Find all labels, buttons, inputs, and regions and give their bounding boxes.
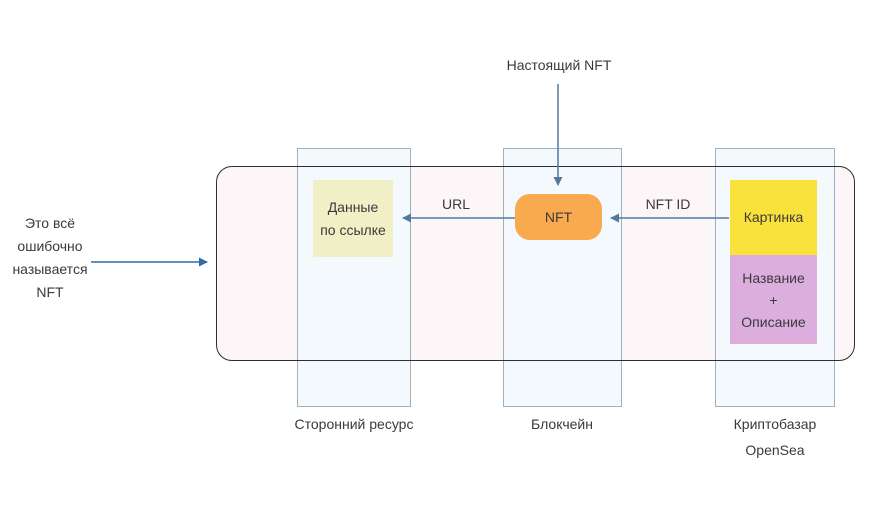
- node-metadata-line: Название: [742, 269, 805, 286]
- lane-label-line: Блокчейн: [531, 416, 593, 432]
- lane-label-line: OpenSea: [745, 442, 805, 458]
- lane-label-line: Криптобазар: [733, 416, 817, 432]
- edge-label-nft-id: NFT ID: [645, 196, 691, 212]
- callout-line: NFT: [36, 284, 64, 300]
- node-nft-token: NFT: [515, 194, 602, 240]
- lane-label-external-resource: Сторонний ресурс: [279, 411, 429, 437]
- node-metadata-line: +: [769, 291, 778, 308]
- lane-label-line: Сторонний ресурс: [294, 416, 414, 432]
- lane-label-blockchain: Блокчейн: [487, 411, 637, 437]
- node-nft-label: NFT: [544, 208, 573, 225]
- node-image: Картинка: [730, 180, 817, 255]
- node-linked-data-line: по ссылке: [320, 221, 386, 238]
- node-linked-data-line: Данные: [327, 198, 379, 215]
- lane-blockchain: [503, 148, 622, 407]
- node-linked-data: Данные по ссылке: [313, 180, 393, 257]
- node-image-label: Картинка: [743, 209, 804, 225]
- callout-line: ошибочно: [17, 238, 83, 254]
- node-metadata: Название + Описание: [730, 255, 817, 344]
- misnomer-callout-text: Это всё ошибочно называется NFT: [4, 212, 96, 304]
- real-nft-annotation: Настоящий NFT: [506, 57, 612, 73]
- node-metadata-line: Описание: [741, 313, 806, 330]
- lane-label-marketplace: Криптобазар OpenSea: [700, 411, 850, 463]
- callout-line: называется: [12, 261, 88, 277]
- edge-label-url: URL: [441, 196, 470, 212]
- callout-line: Это всё: [24, 215, 76, 231]
